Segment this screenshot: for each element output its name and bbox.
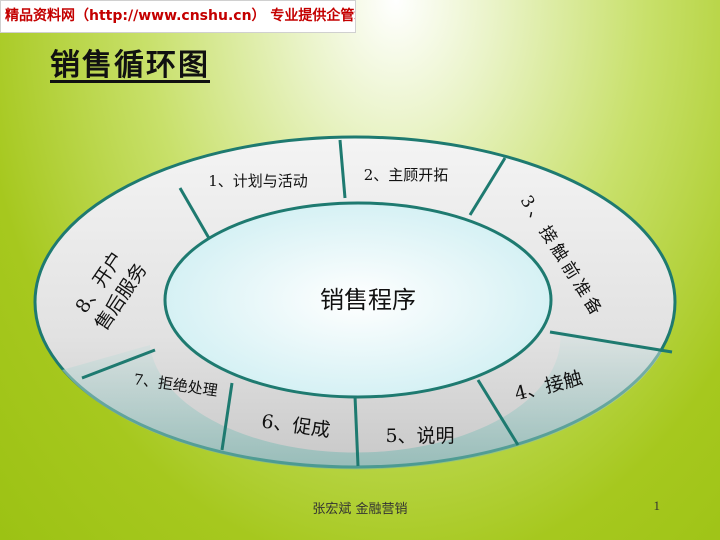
slide-title: 销售循环图 bbox=[50, 48, 210, 83]
divider-7-8 bbox=[81, 348, 156, 380]
divider-6-7 bbox=[220, 382, 234, 451]
divider-5-6 bbox=[353, 395, 360, 467]
divider-3-4 bbox=[549, 330, 673, 354]
footer-author: 张宏斌 金融营销 bbox=[312, 502, 408, 517]
center-label: 销售程序 bbox=[320, 286, 416, 314]
divider-2-3 bbox=[468, 157, 507, 216]
step-1-label: 1、计划与活动 bbox=[208, 172, 308, 190]
divider-1-2 bbox=[338, 139, 347, 199]
step-5-label: 5、说明 bbox=[385, 425, 454, 447]
page-number: 1 bbox=[653, 498, 661, 513]
center-ellipse bbox=[163, 201, 553, 399]
divider-4-5 bbox=[476, 379, 520, 446]
segment-dividers bbox=[81, 139, 673, 467]
watermark-banner: 精品资料网（http://www.cnshu.cn） 专业提供企管培训资料 bbox=[0, 0, 356, 33]
step-2-label: 2、主顾开拓 bbox=[364, 166, 449, 184]
divider-8-1 bbox=[178, 187, 212, 241]
